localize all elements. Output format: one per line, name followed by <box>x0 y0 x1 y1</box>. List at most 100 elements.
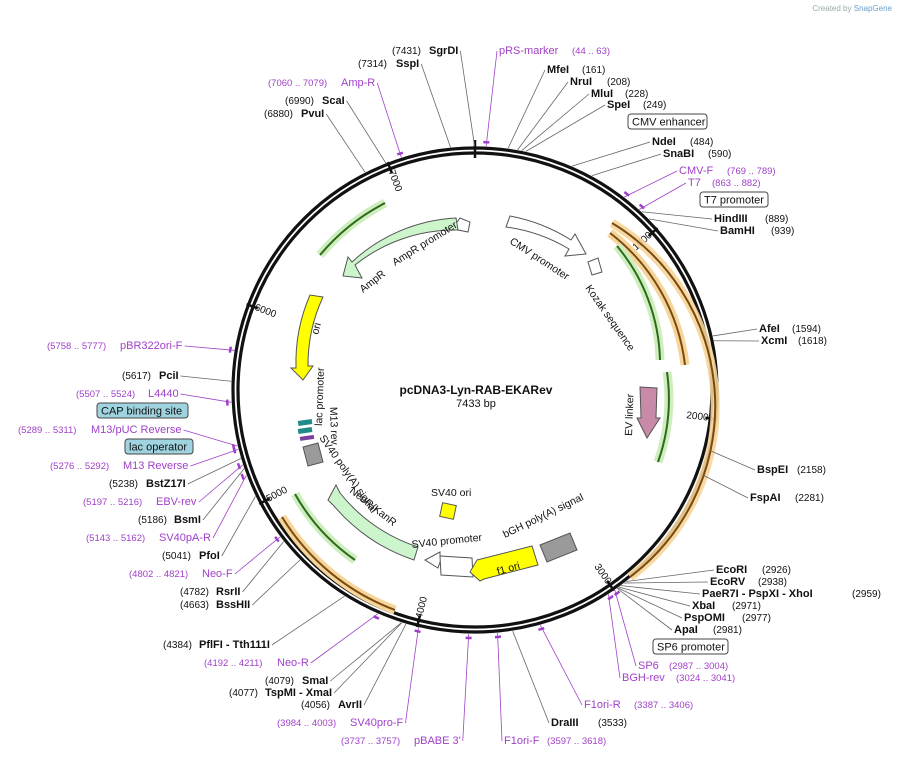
ring-tick-mark <box>258 497 271 506</box>
site-name-afei: AfeI <box>759 323 780 335</box>
ring-tick-mark <box>647 227 659 238</box>
site-pos-ndei: (484) <box>690 137 713 148</box>
primer-pos-prs-marker: (44 .. 63) <box>572 46 610 57</box>
leader-line <box>212 475 247 539</box>
orf-arc-mid-line <box>609 232 686 366</box>
primer-name-amp-r: Amp-R <box>341 77 375 89</box>
site-name-fspai: FspAI <box>750 492 781 504</box>
primer-mark <box>396 151 404 156</box>
leader-line <box>376 82 402 158</box>
ring-tick-label: 5000 <box>265 484 290 504</box>
primer-labels: pRS-marker (44 .. 63) (7060 .. 7079) Amp… <box>18 45 776 747</box>
feature-m13-rev <box>299 434 315 441</box>
site-pos-bspei: (2158) <box>797 465 826 476</box>
site-name-xbai: XbaI <box>692 600 715 612</box>
primer-name-ebv-rev: EBV-rev <box>156 496 197 508</box>
leader-line <box>271 595 345 646</box>
site-pos-ecorv: (2938) <box>758 577 787 588</box>
ring-tick-mark <box>246 302 259 310</box>
primer-name-l4440: L4440 <box>148 388 179 400</box>
primer-pos-sv40pro-f: (3984 .. 4003) <box>277 718 336 729</box>
primer-mark <box>232 447 237 454</box>
site-pos-xcmi: (1618) <box>798 336 827 347</box>
site-name-mlui: MluI <box>591 88 613 100</box>
site-pos-afei: (1594) <box>792 324 821 335</box>
primer-pos-sp6: (2987 .. 3004) <box>669 661 728 672</box>
leader-line <box>202 468 245 521</box>
site-pos-tspmi: (4077) <box>229 688 258 699</box>
primer-pos-ebv-rev: (5197 .. 5216) <box>83 497 142 508</box>
leader-line <box>405 627 419 724</box>
primer-pos-neo-f: (4802 .. 4821) <box>129 569 188 580</box>
leader-line <box>624 170 678 198</box>
leader-line <box>180 393 232 403</box>
site-pos-draiii: (3533) <box>598 718 627 729</box>
leader-line <box>620 585 701 595</box>
site-pos-bsmi: (5186) <box>138 515 167 526</box>
feature-neor <box>327 483 419 561</box>
primer-mark <box>236 462 242 470</box>
ring-tick-label: 7000 <box>386 169 404 194</box>
site-name-snabi: SnaBI <box>663 148 694 160</box>
site-pos-rsrii: (4782) <box>180 587 209 598</box>
site-name-bstz17i: BstZ17I <box>146 478 186 490</box>
leader-line <box>485 50 498 147</box>
leader-line <box>183 429 238 447</box>
box-cmv-enhancer: CMV enhancer <box>627 113 708 130</box>
leader-line <box>539 624 583 706</box>
site-name-ecorv: EcoRV <box>710 576 746 588</box>
site-name-bsmi: BsmI <box>174 514 201 526</box>
primer-marks <box>225 140 645 640</box>
leader-line <box>221 496 256 557</box>
primer-pos-f1ori-f: (3597 .. 3618) <box>547 736 606 747</box>
credit-prefix: Created by <box>812 4 852 13</box>
leader-line <box>525 104 606 152</box>
site-name-pfoi: PfoI <box>199 550 220 562</box>
site-name-rsrii: RsrII <box>216 586 240 598</box>
green-arc-upper-line <box>616 245 661 361</box>
credit-brand: SnapGene <box>853 4 892 13</box>
primer-pos-m13puc: (5289 .. 5311) <box>18 425 76 436</box>
primer-name-sv40pa-r: SV40pA-R <box>159 532 211 544</box>
green-arc-lower-line <box>657 371 670 463</box>
label-bgh-polya: bGH poly(A) signal <box>501 491 585 540</box>
green-arc-left-line <box>294 493 356 561</box>
plasmid-name: pcDNA3-Lyn-RAB-EKARev <box>400 383 553 397</box>
site-pos-paer7i: (2959) <box>852 589 881 600</box>
label-lac-promoter: lac promoter <box>313 367 327 426</box>
leader-line <box>420 63 451 148</box>
label-ori: ori <box>309 321 324 335</box>
primer-pos-pbabe: (3737 .. 3757) <box>341 736 400 747</box>
site-pos-avrii: (4056) <box>301 700 330 711</box>
primer-mark <box>494 635 502 639</box>
box-lac-operator: lac operator <box>124 438 194 455</box>
leader-line <box>346 100 387 164</box>
site-pos-ecori: (2926) <box>762 565 791 576</box>
label-m13-rev: M13 rev <box>327 407 340 446</box>
leader-line <box>512 630 550 724</box>
leader-line <box>363 623 407 706</box>
feature-ev-linker <box>636 386 661 440</box>
primer-mark <box>228 346 233 353</box>
site-pos-mlui: (228) <box>625 89 648 100</box>
site-name-ecori: EcoRI <box>716 564 747 576</box>
primer-mark <box>240 473 245 480</box>
leader-line <box>325 113 366 173</box>
leader-line <box>330 622 402 682</box>
leader-line <box>507 69 546 149</box>
primer-pos-l4440: (5507 .. 5524) <box>76 389 135 400</box>
primer-mark <box>638 203 645 210</box>
snapgene-credit: Created by SnapGene <box>812 4 892 13</box>
primer-pos-sv40pa-r: (5143 .. 5162) <box>86 533 145 544</box>
ring-tick-label: 6000 <box>253 302 278 320</box>
leader-line <box>641 211 713 220</box>
site-pos-hindiii: (889) <box>765 214 788 225</box>
features-layer <box>278 198 720 615</box>
site-name-hindiii: HindIII <box>714 213 748 225</box>
site-name-spei: SpeI <box>607 99 630 111</box>
site-pos-sspi: (7314) <box>358 59 387 70</box>
leader-line <box>711 450 756 471</box>
ring-tick-label: 4000 <box>414 595 430 620</box>
primer-name-bgh-rev: BGH-rev <box>622 672 665 684</box>
